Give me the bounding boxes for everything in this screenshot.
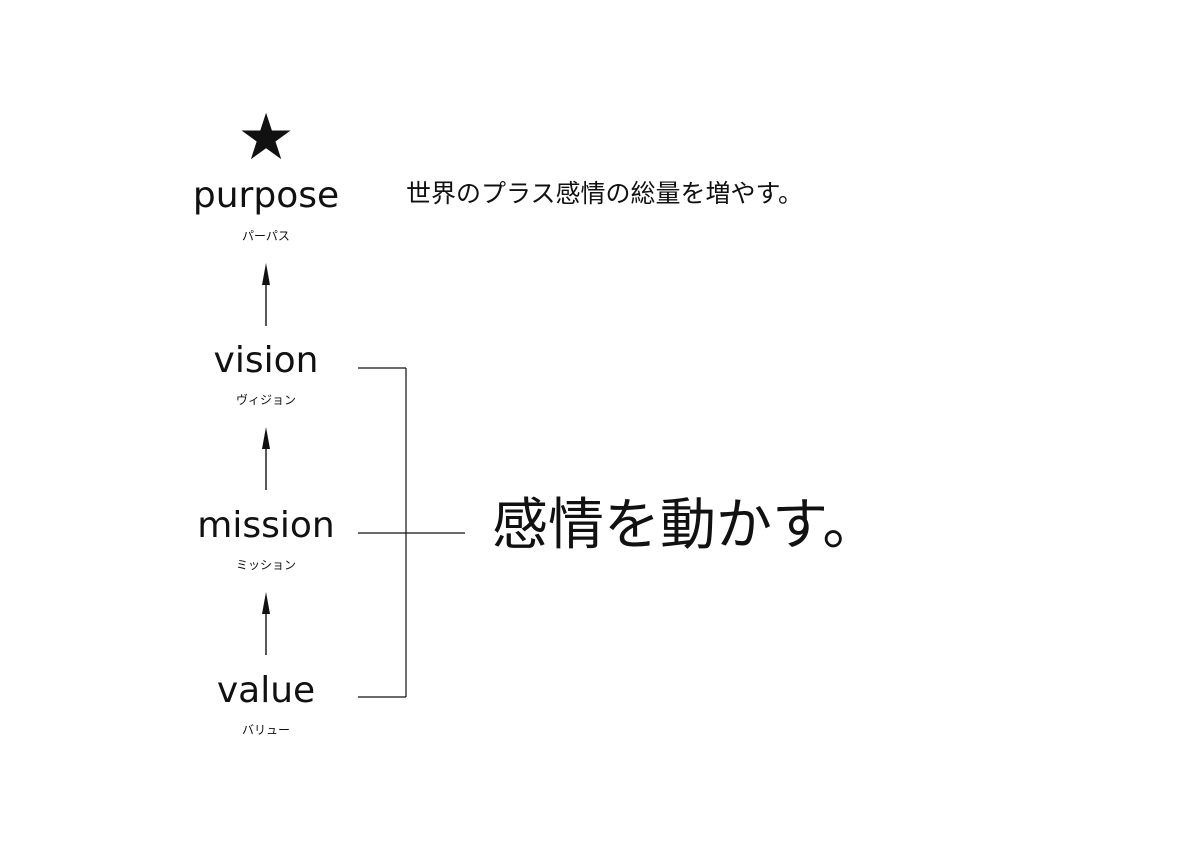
bracket [358,367,465,698]
arrow-up-icon [262,592,270,614]
mission-term: mission [197,505,335,546]
mission-reading: ミッション [235,558,296,572]
arrow-vision-to-purpose [262,263,270,326]
arrow-mission-to-vision [262,427,270,490]
purpose-term: purpose [192,175,340,216]
mission-statement: 感情を動かす。 [492,493,879,558]
value-term: value [216,670,316,711]
purpose-reading: パーパス [242,229,290,243]
purpose-statement: 世界のプラス感情の総量を増やす。 [406,179,804,208]
arrow-up-icon [262,263,270,285]
arrow-value-to-mission [262,592,270,655]
vision-reading: ヴィジョン [235,393,296,407]
arrow-up-icon [262,427,270,449]
star-icon: ★ [237,101,295,175]
value-reading: バリュー [241,723,290,737]
vision-term: vision [213,340,319,381]
